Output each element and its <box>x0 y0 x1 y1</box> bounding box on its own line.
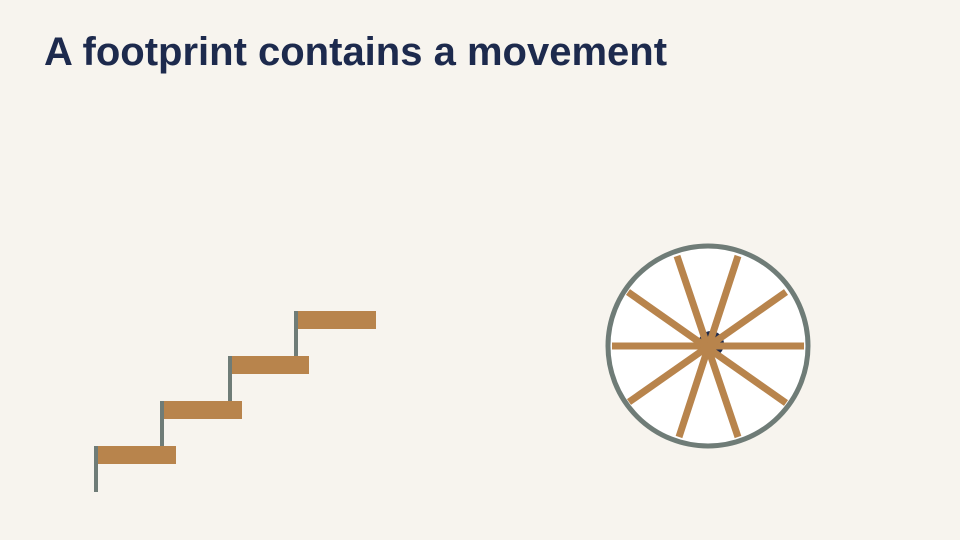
stair-tread-2 <box>164 401 242 419</box>
staircase-illustration <box>94 311 376 492</box>
wheel-spoke-5 <box>626 289 789 405</box>
stair-riser-3 <box>228 356 232 401</box>
stair-riser-2 <box>160 401 164 446</box>
stair-tread-4 <box>298 311 376 329</box>
wheel-spokes <box>612 254 804 439</box>
stair-tread-3 <box>232 356 309 374</box>
slide-title: A footprint contains a movement <box>44 30 668 74</box>
wheel-illustration <box>605 243 811 449</box>
stair-riser-4 <box>294 311 298 356</box>
stair-tread-1 <box>98 446 176 464</box>
stair-riser-1 <box>94 446 98 492</box>
